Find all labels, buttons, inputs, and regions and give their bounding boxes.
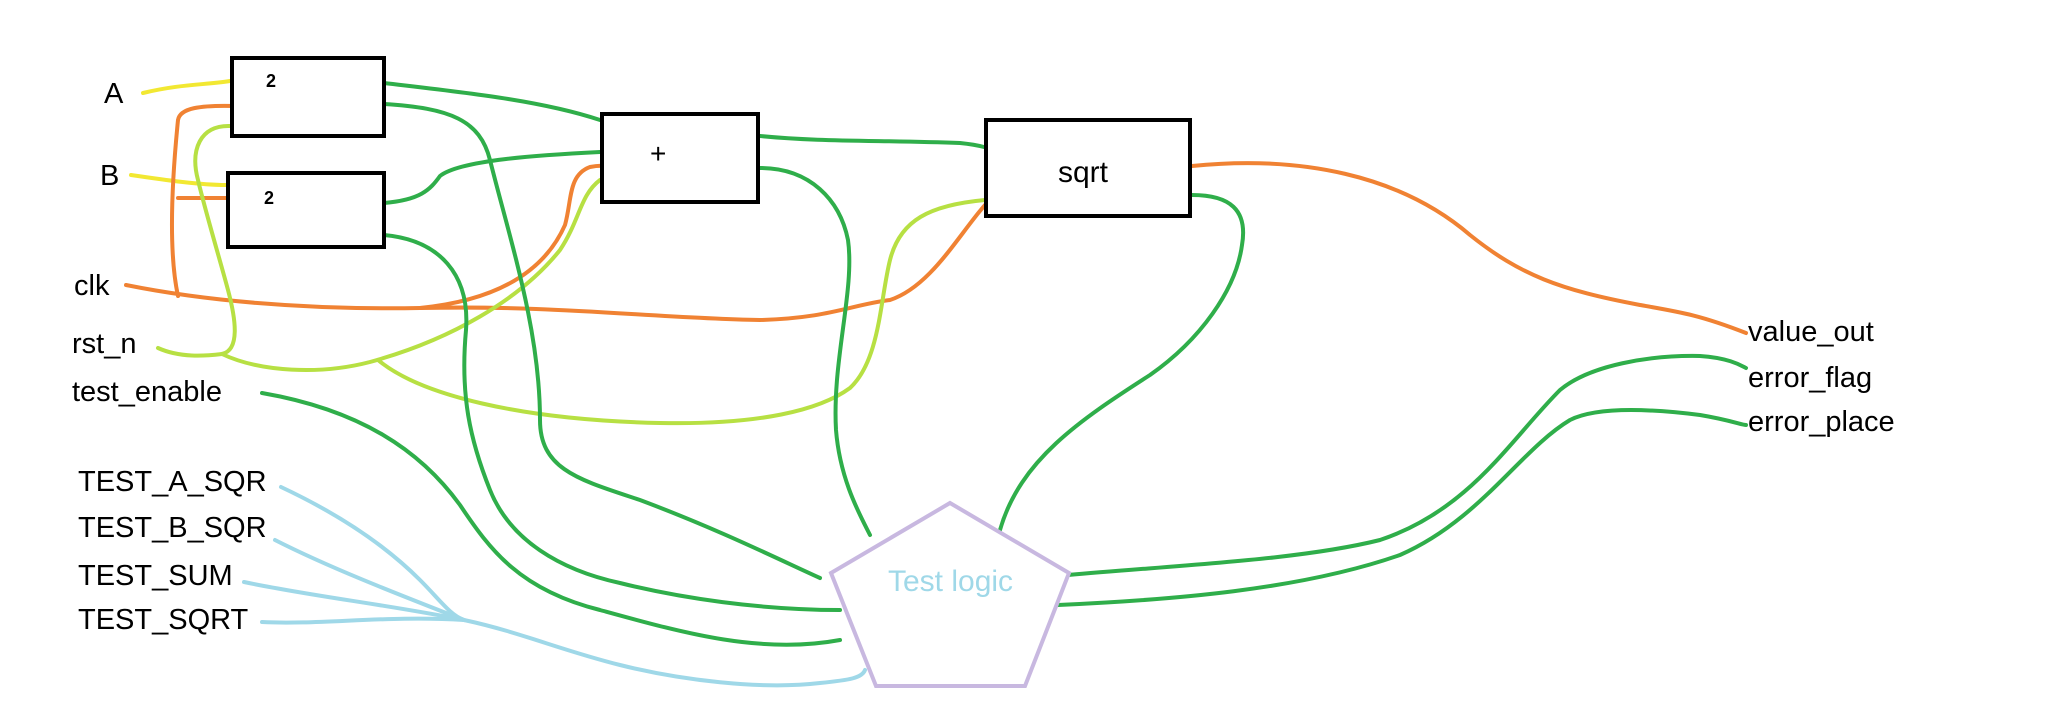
wire-clk-to-square-a bbox=[169, 103, 238, 298]
input-clk-label: clk bbox=[74, 270, 110, 302]
wire-test-enable bbox=[260, 391, 842, 647]
output-value-out-label: value_out bbox=[1748, 316, 1874, 348]
sqrt-label: sqrt bbox=[1058, 156, 1109, 189]
test-logic-label: Test logic bbox=[888, 565, 1014, 598]
wire-test-sqrt bbox=[260, 616, 867, 688]
adder-label: + bbox=[650, 138, 667, 169]
wire-clk-to-adder bbox=[418, 163, 608, 310]
input-a-label: A bbox=[104, 78, 124, 110]
sqrt-block: sqrt bbox=[984, 118, 1192, 218]
wire-square-a-to-adder bbox=[382, 81, 602, 122]
wire-adder-to-sqrt bbox=[758, 134, 1007, 157]
output-error-place-label: error_place bbox=[1748, 406, 1895, 438]
wire-test-a-sqr bbox=[279, 485, 466, 622]
wire-rst-main bbox=[156, 123, 237, 358]
square-b-block: 2 bbox=[226, 171, 386, 249]
wire-test-to-error-flag bbox=[1066, 353, 1748, 577]
input-test-enable-label: test_enable bbox=[72, 376, 222, 408]
wire-square-b-to-adder bbox=[382, 150, 602, 205]
wire-test-sum bbox=[242, 580, 466, 622]
wire-test-to-error-place bbox=[1056, 408, 1748, 607]
square-b-label: 2 bbox=[264, 188, 275, 208]
wire-rst-to-sqrt bbox=[376, 198, 987, 426]
test-sum-label: TEST_SUM bbox=[78, 560, 233, 592]
wire-adder-to-test bbox=[758, 166, 872, 537]
output-error-flag-label: error_flag bbox=[1748, 362, 1873, 394]
input-b-label: B bbox=[100, 160, 120, 192]
square-a-label: 2 bbox=[266, 71, 277, 91]
test-b-sqr-label: TEST_B_SQR bbox=[78, 512, 267, 544]
wire-square-b-to-test bbox=[382, 233, 842, 612]
wire-sqrt-to-value-out bbox=[1190, 161, 1748, 335]
test-sqrt-label: TEST_SQRT bbox=[78, 604, 249, 636]
input-rst-n-label: rst_n bbox=[72, 328, 137, 360]
wire-square-a-to-test bbox=[382, 102, 822, 580]
test-logic-pentagon bbox=[828, 500, 1072, 688]
test-a-sqr-label: TEST_A_SQR bbox=[78, 466, 267, 498]
square-a-block: 2 bbox=[230, 56, 386, 138]
wire-a-to-square-a bbox=[141, 79, 232, 95]
wire-b-to-square-b bbox=[129, 173, 228, 187]
adder-block: + bbox=[600, 112, 760, 204]
wire-rst-to-adder bbox=[220, 178, 602, 372]
wire-test-b-sqr bbox=[273, 538, 466, 622]
wire-sqrt-to-test bbox=[998, 193, 1246, 532]
